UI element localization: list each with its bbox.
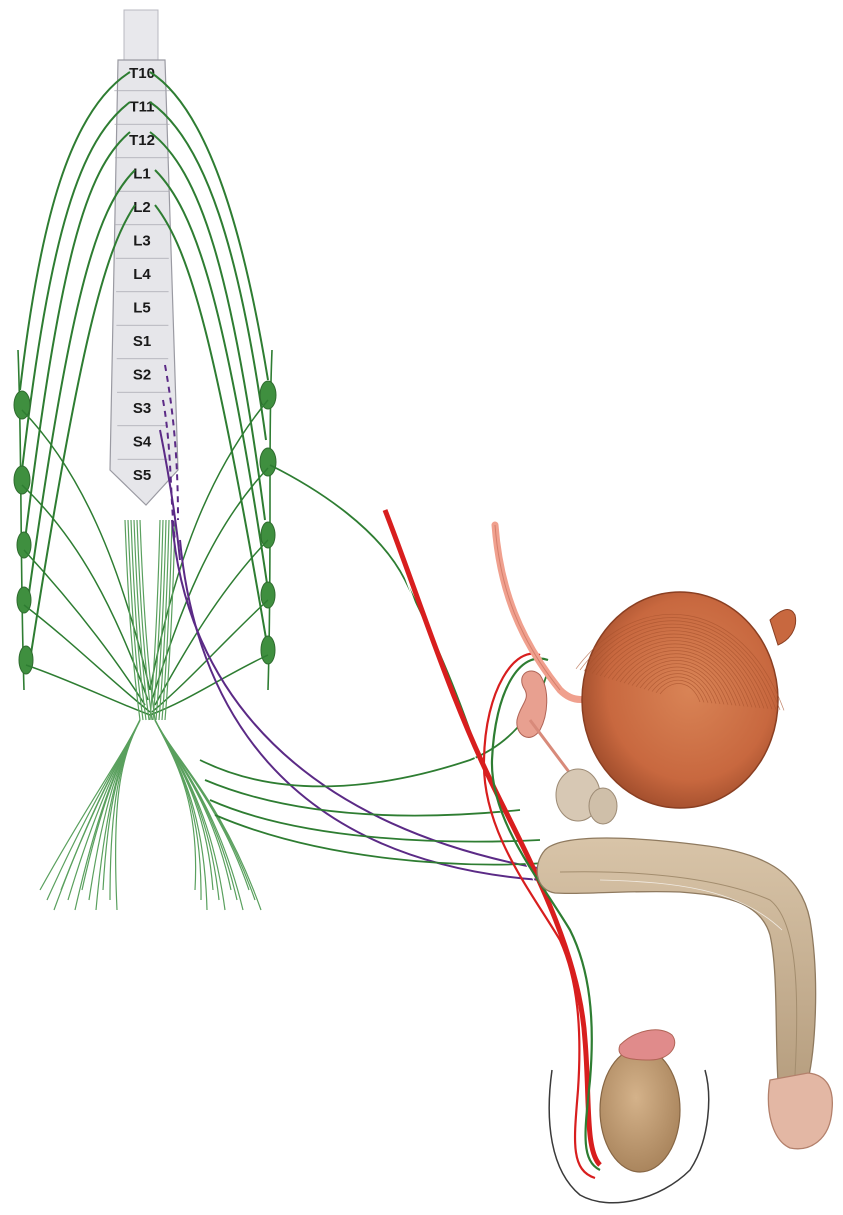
- segment-label: S5: [133, 467, 151, 484]
- plexus-fibre: [165, 520, 175, 720]
- segment-label: L3: [133, 233, 151, 250]
- ganglion: [260, 381, 276, 409]
- testicular-artery: [385, 510, 600, 1165]
- plexus-fibre: [75, 720, 140, 910]
- epididymis: [619, 1030, 675, 1060]
- segment-label: S1: [133, 333, 151, 350]
- ganglion: [14, 391, 30, 419]
- plexus-fibre: [155, 720, 219, 900]
- segment-label: L5: [133, 300, 151, 317]
- segment-label: S2: [133, 367, 151, 384]
- segment-label: T11: [129, 99, 154, 116]
- prostate: [556, 769, 617, 824]
- glans: [768, 1073, 832, 1149]
- cavernous-nerve: [180, 540, 540, 880]
- segment-label: T12: [129, 132, 155, 149]
- ganglion: [260, 448, 276, 476]
- plexus-fibre: [40, 720, 140, 890]
- plexus-fibre: [103, 720, 140, 890]
- segment-label: L1: [133, 166, 151, 183]
- plexus-fibre: [155, 720, 196, 890]
- spinal-cord-top: [124, 10, 158, 60]
- testis: [549, 1030, 708, 1203]
- bladder: [576, 592, 796, 808]
- nerve-to-vas: [270, 465, 480, 760]
- plexus-fibre: [96, 720, 140, 910]
- penis: [537, 838, 832, 1149]
- segment-label: S4: [133, 434, 152, 451]
- plexus-fibre: [116, 720, 140, 910]
- segment-label: S3: [133, 400, 151, 417]
- ganglion: [17, 532, 31, 558]
- pelvic-sympathetic-fibres: [200, 465, 560, 865]
- nerve-to-prostate: [205, 780, 520, 816]
- seminal-vesicle: [517, 671, 575, 780]
- nerve-along-vas: [492, 658, 600, 1170]
- segment-label: L4: [133, 266, 151, 283]
- ganglion: [261, 636, 275, 664]
- hypogastric-plexus: [40, 520, 261, 910]
- ganglion: [19, 646, 33, 674]
- segment-label: L2: [133, 199, 151, 216]
- plexus-fibre: [155, 720, 225, 910]
